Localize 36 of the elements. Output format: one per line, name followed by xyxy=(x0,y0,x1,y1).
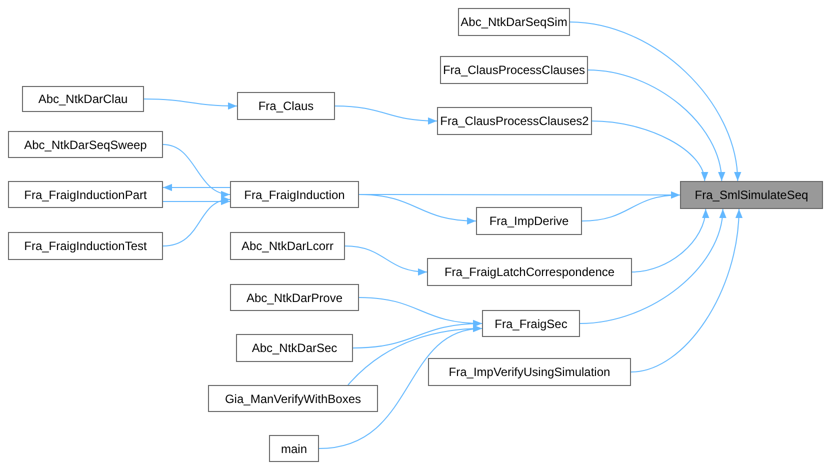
function-box: Fra_Claus xyxy=(237,92,335,120)
function-box: Fra_SmlSimulateSeq xyxy=(680,181,823,209)
function-box: Fra_FraigSec xyxy=(482,310,580,337)
arrow xyxy=(162,144,230,197)
function-box: Fra_ImpDerive xyxy=(476,207,582,235)
function-box: Fra_FraigInductionTest xyxy=(8,232,163,260)
arrow xyxy=(162,198,230,206)
function-box: Fra_ClausProcessClauses xyxy=(440,56,588,84)
arrow xyxy=(352,320,482,348)
function-box: Abc_NtkDarSec xyxy=(236,334,353,362)
arrow xyxy=(162,184,230,192)
arrow xyxy=(162,197,230,246)
function-box: Abc_NtkDarLcorr xyxy=(230,232,345,260)
arrow xyxy=(318,326,482,449)
arrow xyxy=(334,106,438,124)
arrow xyxy=(358,194,476,224)
function-box: Fra_ClausProcessClauses2 xyxy=(437,107,592,135)
function-box: Fra_ImpVerifyUsingSimulation xyxy=(428,358,631,386)
function-box: Fra_FraigLatchCorrespondence xyxy=(427,258,632,286)
arrow xyxy=(592,120,707,182)
arrow xyxy=(580,208,726,324)
function-box: Gia_ManVerifyWithBoxes xyxy=(208,385,378,412)
function-box: Fra_FraigInductionPart xyxy=(8,181,163,208)
arrow xyxy=(582,192,680,222)
function-box: Fra_FraigInduction xyxy=(230,181,359,208)
arrow xyxy=(632,208,708,272)
arrow xyxy=(144,98,238,110)
arrow xyxy=(570,22,740,182)
function-box: main xyxy=(269,435,319,462)
function-box: Abc_NtkDarClau xyxy=(22,86,144,112)
arrow xyxy=(630,208,742,372)
arrow xyxy=(588,70,724,182)
function-box: Abc_NtkDarSeqSim xyxy=(458,8,570,36)
function-box: Abc_NtkDarProve xyxy=(230,284,359,311)
arrow xyxy=(344,246,428,276)
function-box: Abc_NtkDarSeqSweep xyxy=(8,131,163,158)
